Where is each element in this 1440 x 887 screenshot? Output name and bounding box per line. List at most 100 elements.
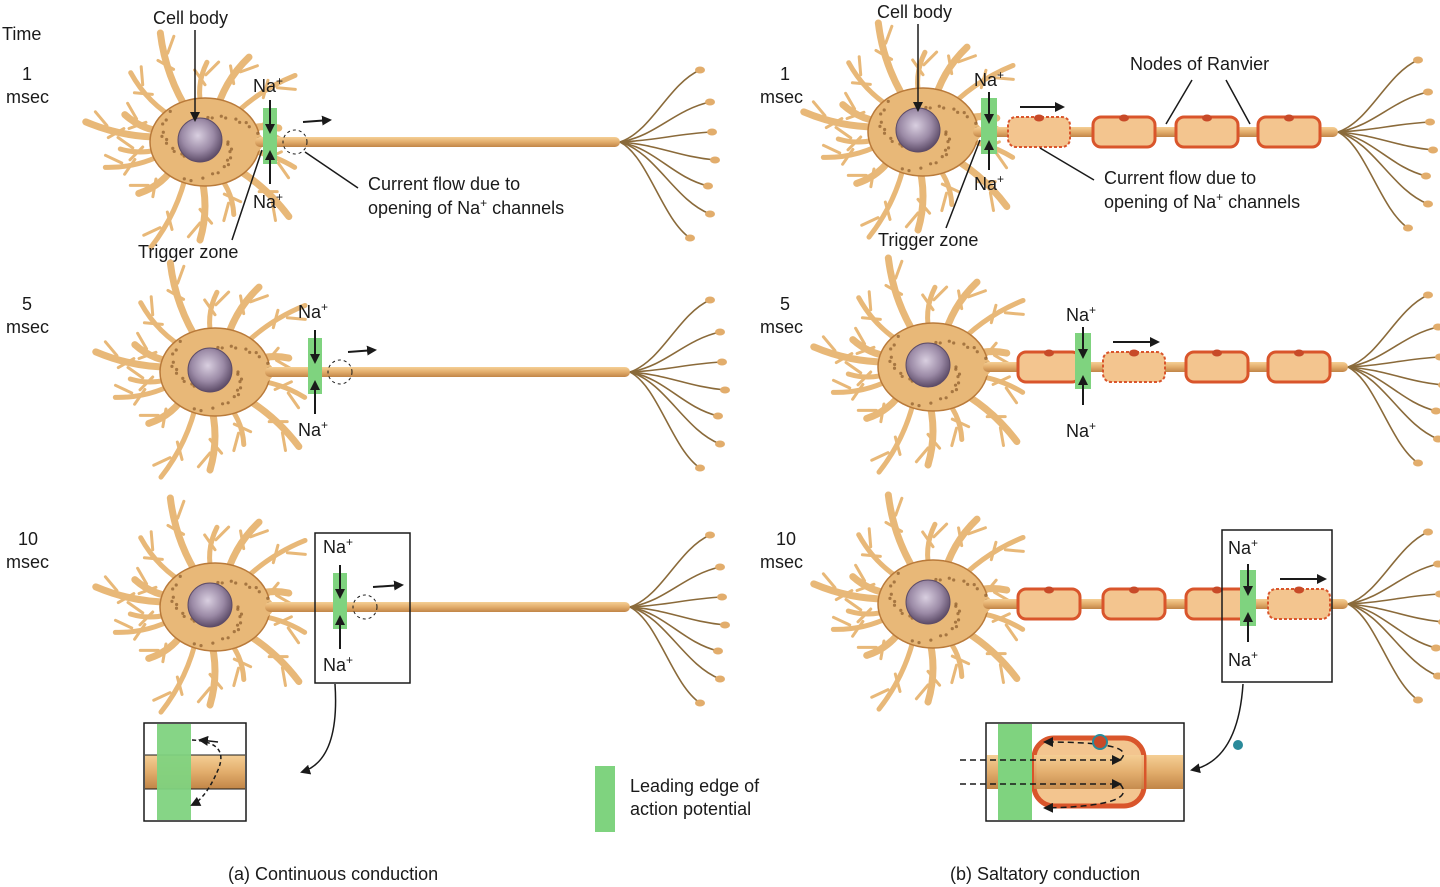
nissl-body xyxy=(946,140,950,144)
trigger-zone-label: Trigger zone xyxy=(138,242,238,262)
dendrite-branch xyxy=(286,626,301,645)
zoom-box xyxy=(1221,529,1333,683)
nissl-body xyxy=(192,642,196,646)
dendrite-branch xyxy=(176,264,186,285)
dendrite-branch xyxy=(884,24,894,45)
caption-a: (a) Continuous conduction xyxy=(228,864,438,884)
legend-line-1: Leading edge of xyxy=(630,776,760,796)
dendrite-branch xyxy=(149,530,155,552)
nissl-body xyxy=(161,130,165,134)
time-1-unit: msec xyxy=(6,87,49,107)
time-1-value: 1 xyxy=(22,64,32,84)
synaptic-knob xyxy=(715,563,725,571)
nissl-body xyxy=(238,621,243,625)
axon-terminal-branch xyxy=(1337,121,1431,133)
dendrite-branch xyxy=(103,340,119,358)
nissl-body xyxy=(892,343,896,347)
neuron-b-2: Na+ Na+ xyxy=(810,254,1440,475)
dendrite-branch xyxy=(998,663,1005,684)
nissl-body xyxy=(210,116,214,120)
trigger-zone-label-b: Trigger zone xyxy=(878,230,978,250)
schwann-nucleus xyxy=(1044,586,1054,594)
dendrite-branch xyxy=(208,437,224,455)
dendrite-branch xyxy=(271,543,280,565)
dendrite-branch xyxy=(208,672,224,690)
nissl-body xyxy=(254,350,258,355)
nissl-body xyxy=(896,571,900,575)
nissl-body xyxy=(182,177,186,181)
dendrite-branch xyxy=(834,589,854,602)
nissl-body xyxy=(239,612,244,616)
schwann-nucleus xyxy=(1212,349,1222,357)
current-flow-pointer-b xyxy=(1039,147,1095,181)
axon-terminal-branch xyxy=(619,141,691,239)
axon-terminals xyxy=(629,531,730,707)
axon-terminals xyxy=(1347,528,1440,704)
dendrite-branch xyxy=(139,65,145,87)
legend-line-2: action potential xyxy=(630,799,751,819)
myelin-sheaths xyxy=(1016,349,1332,384)
nissl-body xyxy=(975,350,979,354)
nissl-body xyxy=(938,634,943,638)
dendrite-branch xyxy=(921,530,935,549)
dendrite-branch xyxy=(1003,548,1025,553)
nissl-body xyxy=(161,122,165,126)
axon-terminal-branch xyxy=(619,131,713,143)
inset-current-loop xyxy=(190,739,222,806)
dendrite-branch xyxy=(821,335,837,353)
dendrite-branch xyxy=(831,615,852,627)
nissl-body xyxy=(171,595,175,599)
dendrite-branch xyxy=(884,520,904,533)
nissl-body xyxy=(229,579,233,583)
dendrite-branch xyxy=(232,422,253,434)
neuron-b-3: Na+ Na+ xyxy=(810,491,1440,712)
nissl-body xyxy=(899,371,903,375)
synaptic-knob xyxy=(1423,200,1433,208)
nissl-body xyxy=(946,146,951,150)
nissl-body xyxy=(225,158,230,162)
dendrite-branch xyxy=(854,326,867,346)
nissl-body xyxy=(954,604,958,608)
myelin-sheaths xyxy=(1007,114,1322,149)
nissl-body xyxy=(248,350,252,354)
dendrite-branch xyxy=(844,598,863,612)
dendrite-branch xyxy=(993,76,1015,81)
nissl-body xyxy=(937,104,941,108)
dendrite-branch xyxy=(137,350,158,361)
synaptic-knob xyxy=(1431,407,1440,415)
axon xyxy=(255,137,620,147)
legend-swatch xyxy=(595,766,615,832)
nissl-body xyxy=(170,599,174,603)
synaptic-knob xyxy=(1413,696,1423,704)
nissl-body xyxy=(900,611,904,616)
dendrite-branch xyxy=(904,211,920,229)
dendrite-branch xyxy=(950,417,971,429)
nissl-body xyxy=(954,387,959,392)
nissl-body xyxy=(882,131,887,135)
dendrite-branch xyxy=(249,294,269,304)
nissl-body xyxy=(944,152,949,157)
nissl-body xyxy=(883,127,887,132)
dendrite-branch xyxy=(883,200,892,221)
dendrite-branch xyxy=(916,197,932,215)
dendrite-branch xyxy=(879,402,886,424)
current-loop xyxy=(352,594,378,620)
na-label-bottom: Na+ xyxy=(1228,648,1258,670)
nissl-body xyxy=(175,602,179,607)
synaptic-knob xyxy=(717,358,727,366)
na-label-bottom: Na+ xyxy=(974,172,1004,194)
dendrite-branch xyxy=(126,101,139,121)
time-5-unit-b: msec xyxy=(760,317,803,337)
nissl-body xyxy=(956,612,960,616)
nissl-body xyxy=(236,607,240,611)
dendrite-branch xyxy=(261,78,270,100)
nissl-body xyxy=(966,582,970,586)
nissl-body xyxy=(892,580,896,584)
dendrite-branch xyxy=(1003,311,1025,316)
synaptic-knob xyxy=(715,440,725,448)
na-label-bottom: Na+ xyxy=(298,418,328,440)
axon-terminal-branch xyxy=(619,101,711,143)
dendrite-branch xyxy=(957,54,977,64)
dendrite-branch xyxy=(914,446,930,464)
